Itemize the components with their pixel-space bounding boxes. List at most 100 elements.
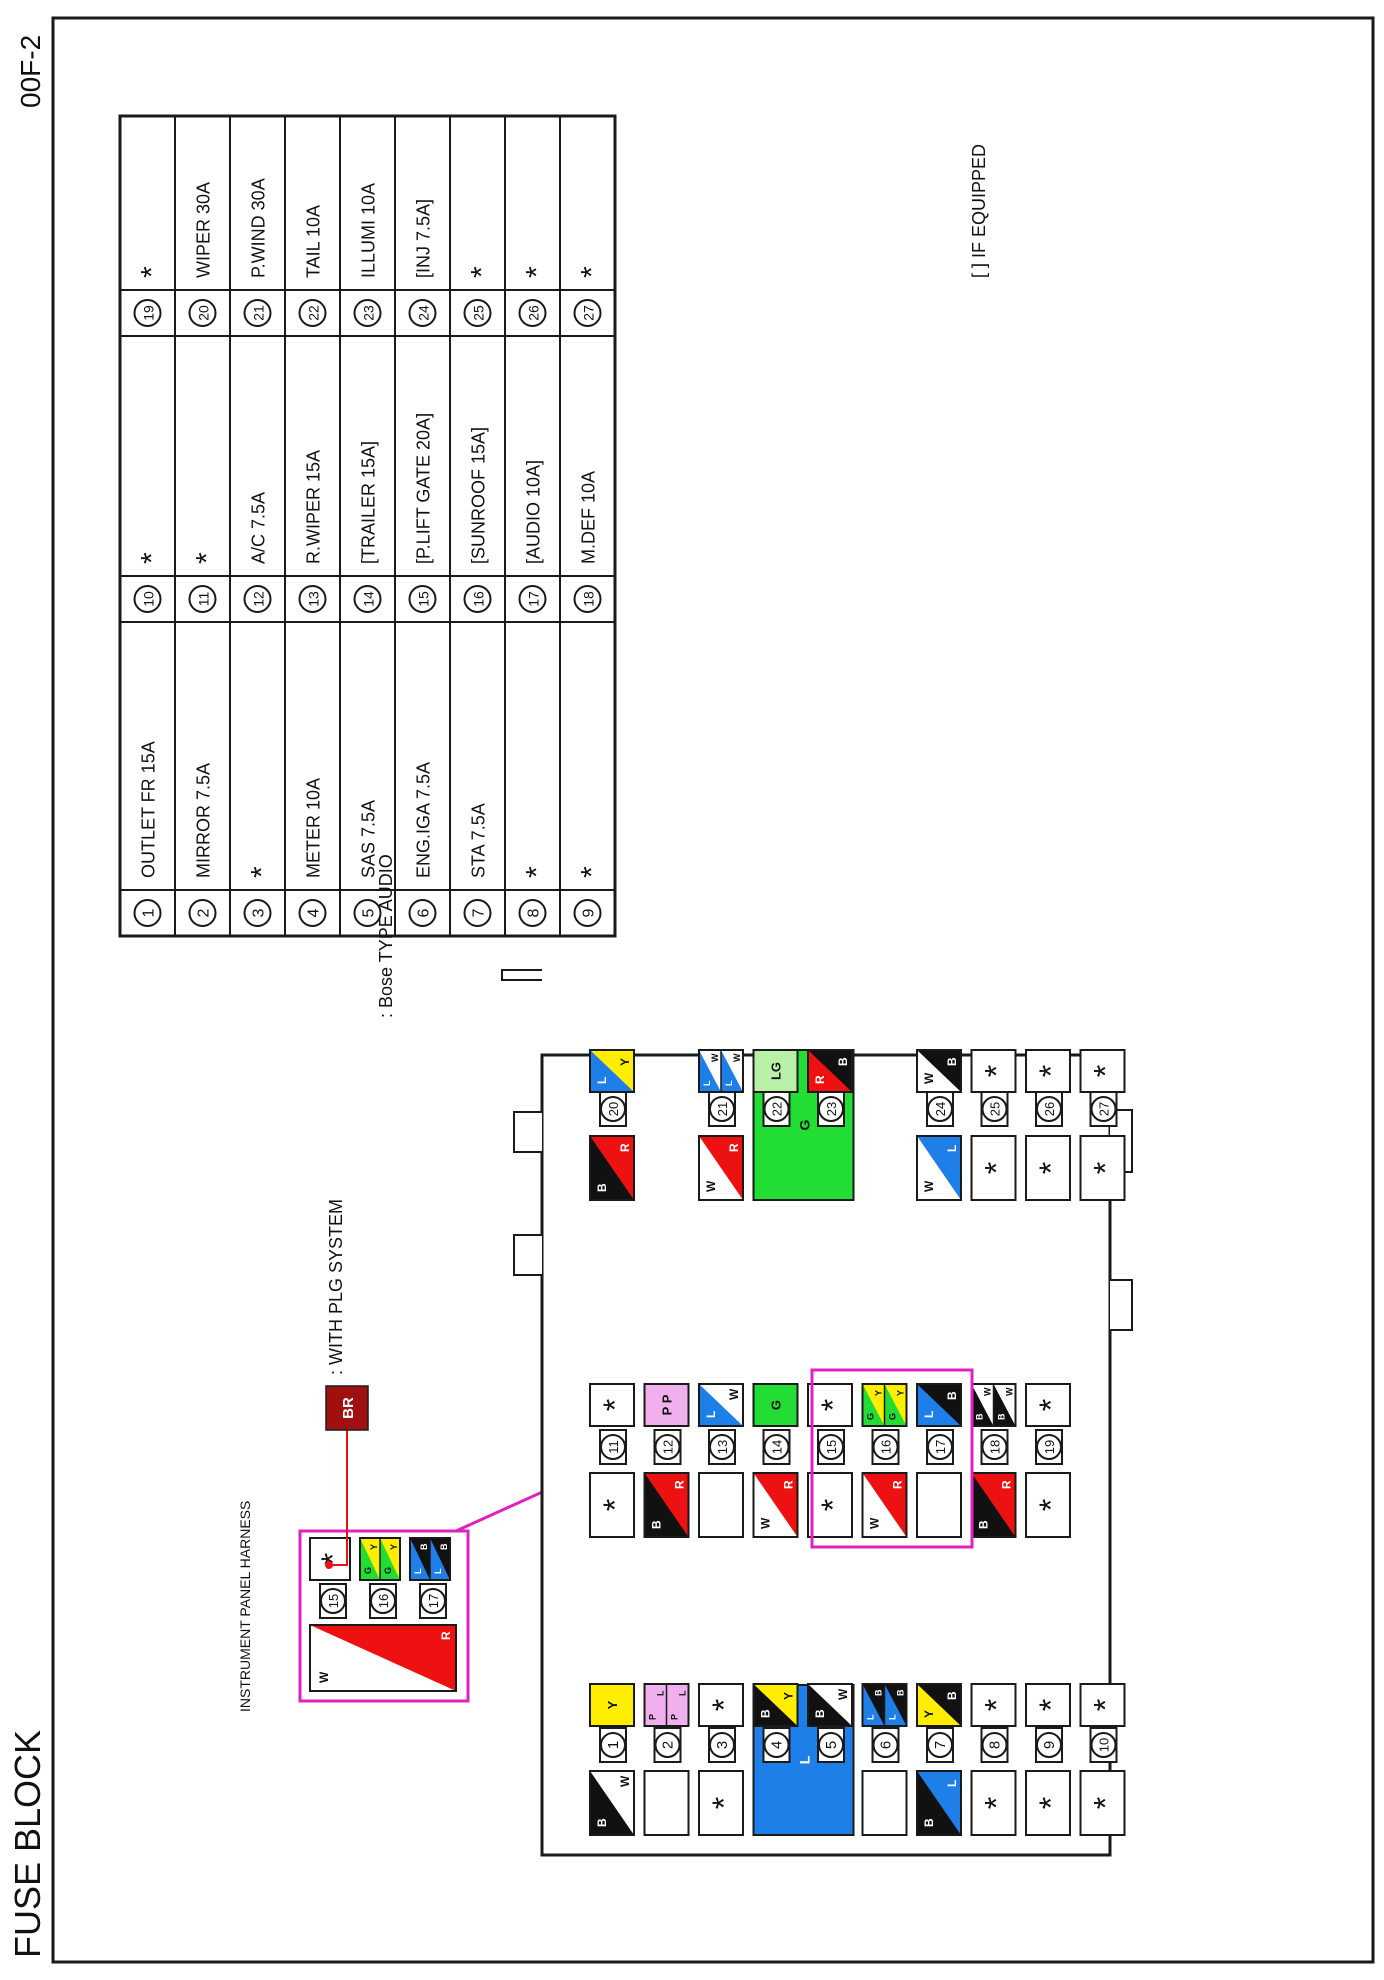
fuse-number-circle <box>298 299 327 327</box>
wire-color-code: Y <box>618 1058 632 1066</box>
fuse-number: 2 <box>660 1741 677 1749</box>
wire-color-code: B <box>595 1183 609 1192</box>
wire-color-code: L <box>704 1411 718 1418</box>
fuse-number: 17 <box>526 591 542 607</box>
fuse-rating: [TRAILER 15A] <box>359 441 379 564</box>
fuse-number-circle <box>981 1434 1008 1460</box>
wire-color-code: Y <box>896 1390 906 1396</box>
terminal <box>698 1383 744 1427</box>
wire-color-code: R <box>439 1631 453 1640</box>
terminal <box>1025 1049 1071 1093</box>
wire-color-code: W <box>759 1517 773 1529</box>
terminal-fill <box>590 1136 634 1200</box>
terminal-spare: * <box>1033 1065 1069 1077</box>
terminal <box>1025 1472 1071 1538</box>
fuse-number-circle <box>709 1096 735 1122</box>
terminal-spare: * <box>315 1553 351 1565</box>
wire-color-code: P P <box>660 1394 675 1415</box>
fuse-number-circle <box>463 899 492 927</box>
fuse-number-circle <box>188 585 217 613</box>
terminal-fill <box>993 1384 1016 1426</box>
terminal <box>589 1383 635 1427</box>
wire-color-code: Y <box>922 1710 936 1718</box>
fuse-number: 21 <box>251 305 267 321</box>
fuse-number: 10 <box>1097 1738 1112 1752</box>
fuse-number: 1 <box>605 1741 622 1749</box>
wire-color-code: B <box>759 1709 773 1718</box>
wire-color-code: B <box>813 1709 827 1718</box>
terminal <box>589 1770 635 1836</box>
fuse-number-circle <box>654 1434 681 1460</box>
terminal <box>698 1472 744 1538</box>
wire-color-code: L <box>595 1077 609 1084</box>
wire-color-code: L <box>945 1780 959 1787</box>
fuse-number-circle <box>133 585 162 613</box>
fuse-number: 9 <box>1041 1741 1058 1749</box>
terminal-spare: * <box>1033 1499 1069 1511</box>
fuse-number-circle <box>654 1732 681 1758</box>
fuse-rating: ILLUMI 10A <box>359 183 379 278</box>
plg-connector-code: BR <box>340 1397 357 1419</box>
fuse-number: 20 <box>196 305 212 321</box>
fuse-number: 17 <box>426 1594 441 1608</box>
terminal <box>807 1383 853 1427</box>
terminal-fill <box>380 1538 400 1580</box>
fuse-number: 22 <box>306 305 322 321</box>
fuse-number: 12 <box>661 1440 676 1454</box>
wire-color-code: B <box>977 1520 991 1529</box>
fuse-number: 26 <box>1042 1102 1057 1116</box>
terminal-spare: * <box>1033 1162 1069 1174</box>
fuse-number-circle <box>818 1096 844 1122</box>
fuse-rating: [P.LIFT GATE 20A] <box>414 413 434 564</box>
terminal-spare: * <box>979 1699 1015 1711</box>
wire-color-code: G <box>769 1400 784 1410</box>
wire-color-code: B <box>836 1057 850 1066</box>
terminal <box>643 1770 690 1836</box>
wire-color-code: G <box>383 1567 393 1574</box>
fuse-position-27: *27* <box>1079 1049 1126 1201</box>
terminal-spare: * <box>1088 1162 1124 1174</box>
fuse-number: 25 <box>988 1102 1003 1116</box>
terminal-fill <box>971 1473 1016 1537</box>
wire-color-code: L <box>413 1568 423 1574</box>
terminal-fill <box>917 1684 961 1726</box>
terminal <box>1079 1049 1126 1093</box>
wire-color-code: W <box>868 1517 882 1529</box>
terminal <box>861 1683 908 1727</box>
terminal-spare: * <box>1088 1699 1124 1711</box>
fuse-number: 21 <box>715 1102 730 1116</box>
wire-color-code: Y <box>782 1692 796 1700</box>
fuse-number-circle <box>353 585 382 613</box>
fuse-number-circle <box>709 1434 735 1460</box>
fuse-number: 17 <box>933 1440 948 1454</box>
terminal-spare: * <box>815 1399 851 1411</box>
fuse-number-circle <box>1090 1732 1117 1758</box>
terminal-fill <box>862 1384 885 1426</box>
fuse-position-10: *10* <box>1079 1683 1126 1836</box>
wire-color-code: Y <box>369 1544 379 1550</box>
fuse-rating: SAS 7.5A <box>359 800 379 878</box>
wire-color-code: L <box>945 1145 959 1152</box>
terminal <box>589 1683 635 1727</box>
fuse-number-circle <box>463 585 492 613</box>
terminal-spare: * <box>597 1399 633 1411</box>
bose-audio-legend: : Bose TYPE AUDIO <box>376 854 396 1018</box>
fuse-number-circle <box>927 1096 953 1122</box>
fuse-position-8: *8* <box>970 1683 1017 1836</box>
fuse-position-19: *19* <box>1025 1383 1071 1538</box>
fuse-rating: TAIL 10A <box>304 205 324 278</box>
wire-color-code: W <box>710 1053 720 1062</box>
fuse-number-circle <box>872 1434 899 1460</box>
terminal <box>589 1472 635 1538</box>
fuse-rating: R.WIPER 15A <box>304 450 324 564</box>
wire-color-code: R <box>813 1075 827 1084</box>
terminal-fill <box>590 1771 634 1835</box>
terminal <box>1079 1770 1126 1836</box>
terminal <box>970 1683 1017 1727</box>
wire-color-code: R <box>727 1143 741 1152</box>
